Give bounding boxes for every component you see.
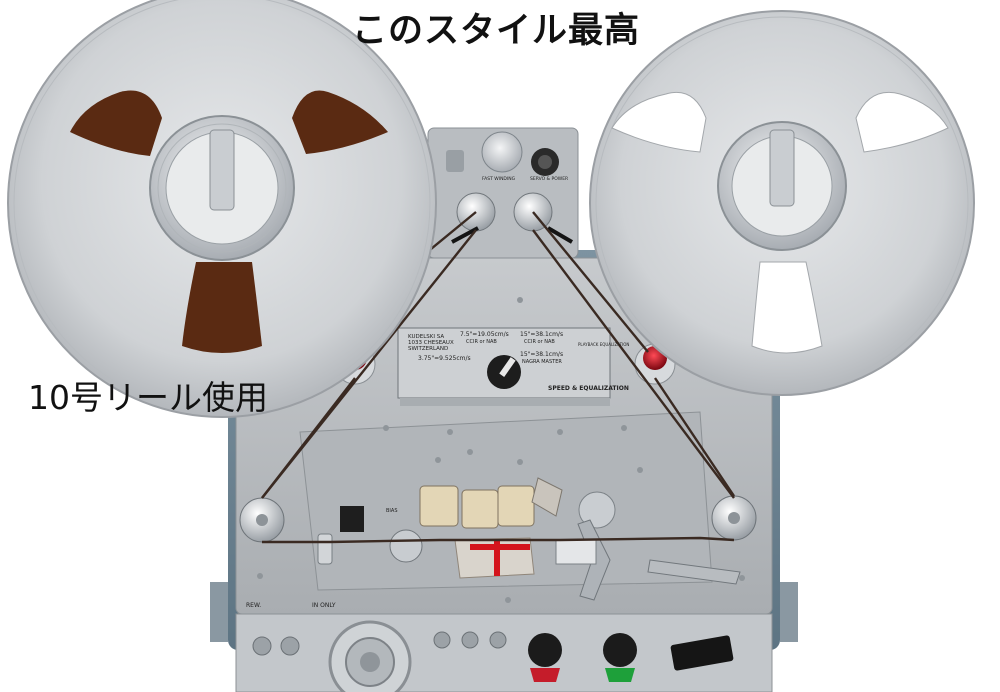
speed-hi2-sub: CCIR or NAB xyxy=(524,339,555,345)
playback-label: PLAYBACK EQUALIZATION xyxy=(578,342,629,347)
brand-line-2: 1033 CHESEAUX xyxy=(408,340,454,346)
fast-winding-label: FAST WINDING xyxy=(482,176,516,182)
rew-label: REW. xyxy=(246,602,261,609)
tape-guide-left xyxy=(239,497,285,543)
speed-master-sub: NAGRA MASTER xyxy=(522,359,562,365)
brand-line-3: SWITZERLAND xyxy=(408,346,448,352)
tension-arm-right xyxy=(555,491,741,601)
brand-line-1: KUDELSKI SA xyxy=(408,334,444,340)
speed-high: 7.5"=19.05cm/s xyxy=(460,331,509,338)
servo-power-label: SERVO & POWER xyxy=(530,176,568,182)
reel-note-caption: 10号リール使用 xyxy=(28,378,268,417)
speed-caption: SPEED & EQUALIZATION xyxy=(548,385,629,392)
plate-text: KUDELSKI SA 1033 CHESEAUX SWITZERLAND 7.… xyxy=(246,176,629,609)
tape-guide-small xyxy=(317,533,333,565)
speed-low: 3.75"=9.525cm/s xyxy=(418,355,471,362)
tape-heads xyxy=(340,477,563,579)
title-caption: このスタイル最高 xyxy=(352,11,641,51)
front-panel xyxy=(252,620,734,692)
tape-guide-right xyxy=(711,495,757,541)
speed-master: 15"=38.1cm/s xyxy=(520,351,563,358)
bias-label: BIAS xyxy=(386,508,398,514)
speed-high-sub: CCIR or NAB xyxy=(466,339,497,345)
speed-hi2: 15"=38.1cm/s xyxy=(520,331,563,338)
speed-equalization-plate xyxy=(397,327,611,406)
left-reel xyxy=(7,0,437,418)
in-only-label: IN ONLY xyxy=(312,602,336,609)
right-reel xyxy=(589,10,975,396)
